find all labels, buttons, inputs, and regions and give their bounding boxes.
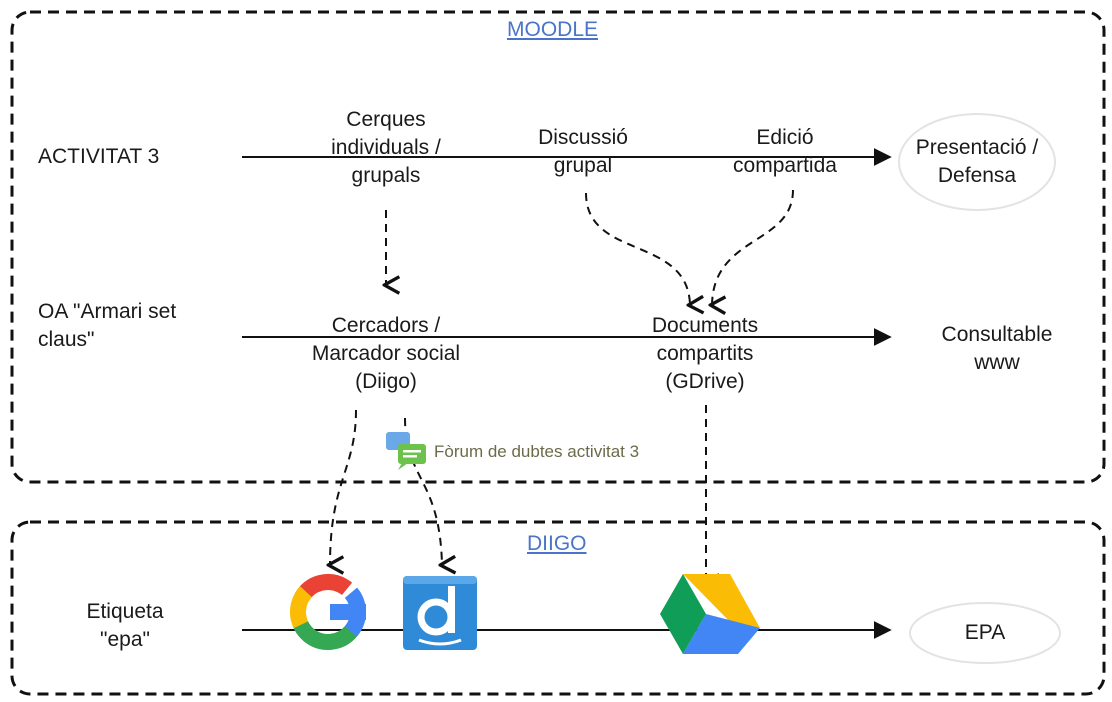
- cercadors-to-google-arrow: [330, 409, 357, 565]
- diigo-logo-icon: [403, 576, 477, 650]
- etiqueta-row-label: Etiqueta "epa": [86, 600, 164, 651]
- consultable-end-label: Consultable www: [941, 323, 1053, 374]
- google-drive-logo-icon: [660, 574, 760, 654]
- diigo-section-border: [10, 520, 1106, 696]
- edicio-step-label: Edició compartida: [733, 126, 837, 177]
- moodle-section-border: [10, 10, 1106, 484]
- moodle-section-title[interactable]: MOODLE: [507, 18, 599, 41]
- discussio-step-label: Discussió grupal: [538, 126, 628, 177]
- forum-chat-icon: [386, 432, 426, 470]
- cercadors-step-label: Cercadors / Marcador social (Diigo): [311, 314, 461, 393]
- epa-ellipse: [909, 602, 1061, 664]
- forum-link[interactable]: Fòrum de dubtes activitat 3: [386, 432, 639, 472]
- diigo-section-title[interactable]: DIIGO: [527, 532, 587, 555]
- discussio-to-documents-arrow: [585, 192, 690, 305]
- google-logo-icon: [290, 574, 366, 650]
- epa-end-label: EPA: [964, 621, 1006, 644]
- presentacio-ellipse: [898, 113, 1056, 211]
- documents-step-label: Documents compartits (GDrive): [651, 314, 759, 393]
- forum-link-text[interactable]: Fòrum de dubtes activitat 3: [434, 442, 640, 461]
- oa-row-label: OA "Armari set claus": [38, 300, 177, 351]
- activitat-row-label: ACTIVITAT 3: [38, 145, 160, 168]
- edicio-to-documents-arrow: [712, 189, 794, 305]
- presentacio-end-label: Presentació / Defensa: [915, 136, 1039, 187]
- cerques-step-label: Cerques individuals / grupals: [331, 108, 441, 187]
